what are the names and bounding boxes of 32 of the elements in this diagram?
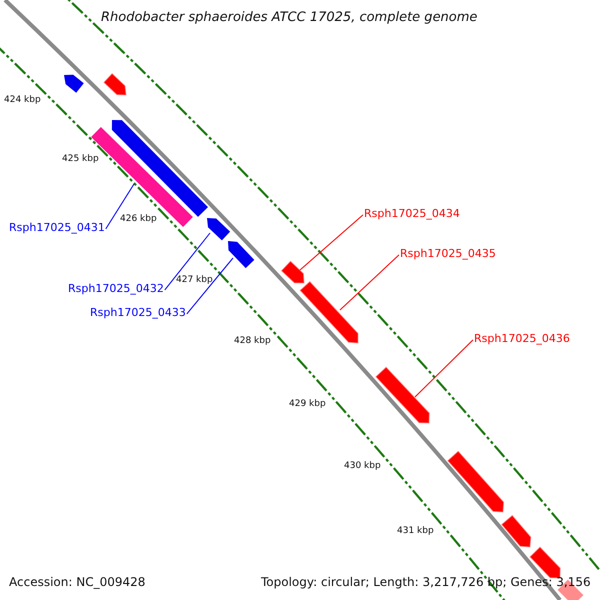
gene-feature (447, 450, 504, 513)
gene-feature (207, 218, 230, 240)
scale-label: 426 kbp (120, 214, 157, 225)
leader-line (164, 232, 210, 290)
gene-label: Rsph17025_0431 (9, 221, 105, 234)
gene-feature (103, 72, 127, 96)
leader-line (186, 258, 234, 314)
scale-label: 424 kbp (4, 95, 41, 106)
gene-feature (501, 514, 532, 548)
scale-label: 425 kbp (62, 154, 99, 165)
leader-line (414, 339, 474, 398)
leader-line (300, 214, 364, 270)
gene-feature (529, 546, 561, 578)
gene-label: Rsph17025_0435 (400, 247, 496, 260)
scale-label: 427 kbp (176, 275, 213, 286)
gene-feature (280, 260, 305, 284)
leader-line (105, 184, 134, 230)
gene-label: Rsph17025_0436 (474, 332, 570, 346)
gene-label: Rsph17025_0433 (90, 306, 186, 320)
gene-feature (375, 366, 430, 424)
gene-feature (64, 74, 84, 93)
map-title: Rhodobacter sphaeroides ATCC 17025, complete genome (101, 10, 478, 26)
gene-feature (300, 280, 358, 344)
scale-label: 430 kbp (344, 461, 381, 472)
gene-label: Rsph17025_0434 (364, 207, 460, 220)
gene-label: Rsph17025_0432 (68, 282, 164, 296)
scale-label: 429 kbp (289, 399, 326, 410)
leader-line (340, 254, 400, 310)
gene-feature (228, 241, 254, 268)
accession-label: Accession: NC_009428 (9, 575, 146, 590)
scale-label: 428 kbp (234, 336, 271, 347)
scale-label: 431 kbp (397, 526, 434, 537)
